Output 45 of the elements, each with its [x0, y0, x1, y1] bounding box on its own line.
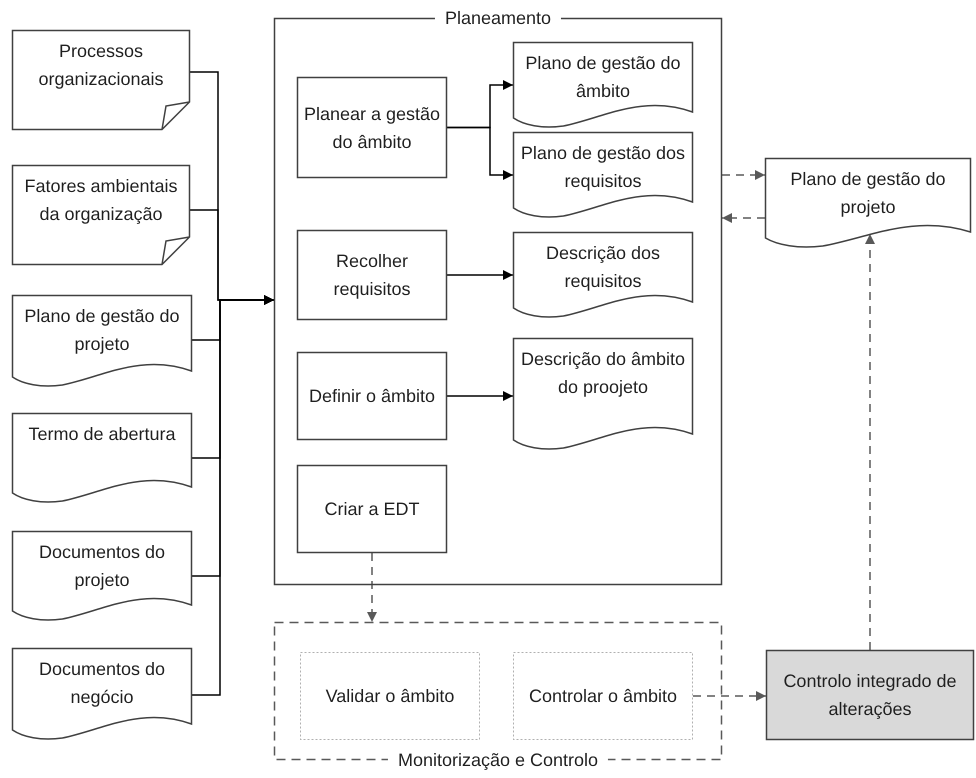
- process-box: [300, 652, 480, 740]
- arrow: [722, 213, 765, 223]
- process-box: [297, 465, 447, 553]
- arrow: [447, 391, 513, 401]
- arrow: [693, 691, 766, 701]
- document-shape: [12, 413, 192, 503]
- node-label: Plano de gestão do projeto: [23, 305, 181, 356]
- node-label: Controlo integrado de alterações: [782, 670, 958, 721]
- node-label: Descrição do âmbito do proojeto: [520, 348, 686, 399]
- node-label: Recolher requisitos: [332, 250, 412, 301]
- node-label: Validar o âmbito: [326, 685, 454, 708]
- document-shape: [12, 30, 190, 130]
- document-shape: [513, 232, 693, 318]
- document-shape: [12, 531, 192, 621]
- document-shape: [765, 158, 971, 248]
- node-label: Planear a gestão do âmbito: [303, 102, 441, 154]
- process-box: [297, 352, 447, 440]
- document-shape: [12, 165, 190, 265]
- document-shape: [12, 295, 192, 387]
- node-label: Plano de gestão do projeto: [789, 168, 947, 219]
- document-shape: [513, 132, 693, 218]
- node-label: Documentos do projeto: [38, 541, 166, 592]
- node-label: Controlar o âmbito: [528, 685, 678, 708]
- document-shape: [12, 648, 192, 740]
- node-label: Documentos do negócio: [38, 658, 166, 709]
- document-shape: [513, 42, 693, 128]
- arrow: [865, 234, 875, 650]
- arrow: [367, 553, 377, 622]
- process-box: [297, 77, 447, 178]
- arrow: [447, 126, 513, 180]
- arrow: [192, 295, 274, 696]
- node-label: Fatores ambientais da organização: [23, 175, 179, 226]
- document-shape: [513, 338, 693, 450]
- node-label: Definir o âmbito: [308, 385, 436, 408]
- arrow: [447, 270, 513, 280]
- node-label: Plano de gestão dos requisitos: [520, 142, 686, 193]
- node-label: Descrição dos requisitos: [544, 242, 662, 293]
- process-box: [513, 652, 693, 740]
- node-label: Termo de abertura: [27, 423, 177, 446]
- process-box: [766, 650, 974, 740]
- node-label: Criar a EDT: [324, 498, 420, 521]
- node-label: Processos organizacionais: [37, 40, 165, 91]
- process-box: [297, 230, 447, 320]
- node-label: Plano de gestão do âmbito: [524, 52, 682, 103]
- arrow: [722, 170, 765, 180]
